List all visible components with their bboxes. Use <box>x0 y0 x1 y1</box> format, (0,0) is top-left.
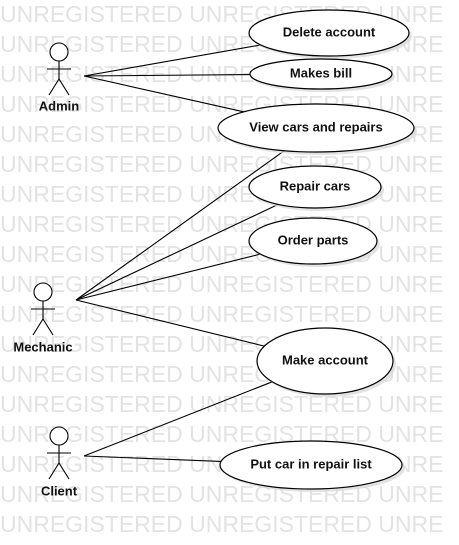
actor-right-leg <box>58 462 70 480</box>
association-line <box>83 75 244 113</box>
use-case-label: View cars and repairs <box>249 119 382 134</box>
use-case-delete-account: Delete account <box>248 9 412 59</box>
actor-admin: Admin <box>39 42 80 113</box>
watermark-text: UNREGISTERED UNREGISTERED UNRE <box>0 511 443 537</box>
use-case-make-account: Make account <box>256 327 396 397</box>
actor-client: Client <box>41 426 78 498</box>
actor-label: Mechanic <box>13 339 72 354</box>
association-line <box>83 44 261 77</box>
actor-left-leg <box>48 78 60 96</box>
actor-left-leg <box>32 318 44 336</box>
association-line <box>75 150 285 301</box>
association-line <box>83 74 251 77</box>
use-case-label: Make account <box>282 352 369 367</box>
use-case-ellipse <box>217 103 415 153</box>
watermark-text: UNREGISTERED UNREGISTERED UNRE <box>0 151 443 177</box>
use-case-put-car-repair-list: Put car in repair list <box>219 440 405 492</box>
watermark-text: UNREGISTERED UNREGISTERED UNRE <box>0 211 443 237</box>
use-case-ellipse <box>249 58 393 90</box>
use-case-ellipse <box>219 440 403 490</box>
actor-mechanic: Mechanic <box>13 282 73 354</box>
use-case-makes-bill: Makes bill <box>249 58 395 92</box>
association-line <box>75 299 265 347</box>
association-line <box>83 455 222 462</box>
association-line <box>83 381 273 457</box>
watermark-text: UNREGISTERED UNREGISTERED UNRE <box>0 421 443 447</box>
use-case-label: Put car in repair list <box>250 456 372 471</box>
actor-left-leg <box>48 462 60 480</box>
use-case-label: Delete account <box>283 24 376 39</box>
actor-head <box>33 282 53 302</box>
association-line <box>75 203 279 301</box>
actor-label: Client <box>41 483 78 498</box>
use-case-ellipse <box>248 9 410 57</box>
actor-right-leg <box>58 78 70 96</box>
use-case-repair-cars: Repair cars <box>248 165 384 211</box>
actor-head <box>49 426 69 446</box>
actor-head <box>49 42 69 62</box>
actor-right-leg <box>42 318 54 336</box>
watermark-text: UNREGISTERED UNREGISTERED UNRE <box>0 391 443 417</box>
watermark-text: UNREGISTERED UNREGISTERED UNRE <box>0 301 443 327</box>
use-case-view-cars-repairs: View cars and repairs <box>217 103 417 155</box>
actor-label: Admin <box>39 98 80 113</box>
use-case-label: Makes bill <box>290 65 352 80</box>
association-line <box>75 253 261 301</box>
use-case-ellipse <box>256 327 394 395</box>
use-case-label: Order parts <box>278 232 349 247</box>
use-case-ellipse <box>248 217 378 265</box>
watermark-text: UNREGISTERED UNREGISTERED UNRE <box>0 271 443 297</box>
use-case-label: Repair cars <box>280 178 351 193</box>
use-case-ellipse <box>248 165 382 209</box>
associations-layer <box>75 44 285 462</box>
use-case-order-parts: Order parts <box>248 217 380 267</box>
